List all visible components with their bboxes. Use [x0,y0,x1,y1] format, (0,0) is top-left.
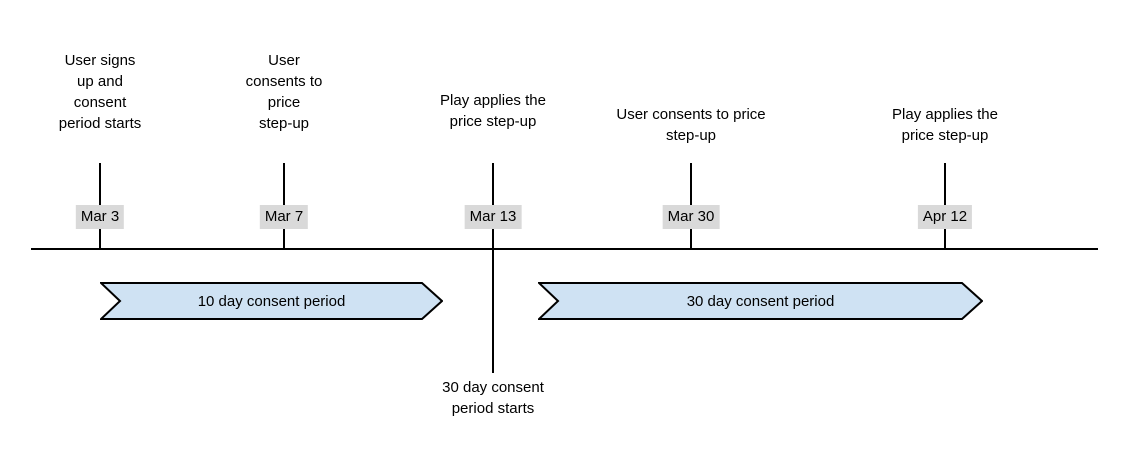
event-label-first-consent: User consents to price step-up [245,52,323,132]
callout-text: 30 day consent period starts [442,379,544,417]
period-label: 10 day consent period [197,292,346,310]
callout-connector-line [492,250,494,373]
period-arrow-10-day: 10 day consent period [100,282,443,320]
chevron-banner-shape [538,282,983,320]
period-arrow-30-day: 30 day consent period [538,282,983,320]
event-date-chip: Mar 30 [662,205,720,229]
event-date-chip: Apr 12 [917,205,973,229]
event-label-second-consent: User consents to price step-up [616,106,766,144]
event-label-first-stepup: Play applies the price step-up [440,92,546,130]
event-date-chip: Mar 13 [464,205,522,229]
event-date-chip: Mar 3 [75,205,125,229]
chevron-banner-shape [100,282,443,320]
event-label-second-stepup: Play applies the price step-up [892,106,998,144]
event-date-chip: Mar 7 [259,205,309,229]
event-label-signup: User signs up and consent period starts [58,52,142,132]
period-label: 30 day consent period [686,292,835,310]
timeline-axis [31,248,1098,250]
